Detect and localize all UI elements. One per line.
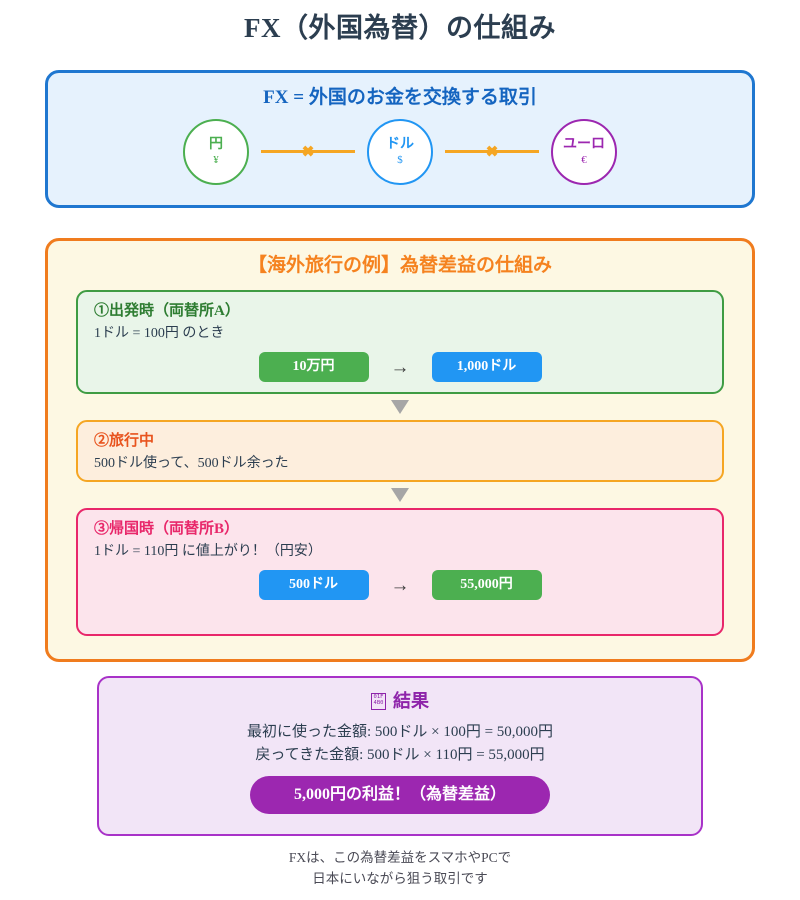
step-during-trip: ②旅行中 500ドル使って、500ドル余った (76, 419, 724, 482)
example-heading: 【海外旅行の例】為替差益の仕組み (247, 255, 552, 276)
currency-circle-euro: ユーロ € (551, 118, 617, 185)
step-return-title: ③帰国時（両替所B） (94, 520, 240, 537)
currency-symbol-dollar: $ (397, 153, 403, 166)
flow-arrow-1 (76, 394, 724, 420)
currency-row: 円 ¥ ✖ ドル $ ✖ ユーロ € (48, 118, 752, 185)
concept-heading: FX = 外国のお金を交換する取引 (263, 87, 537, 108)
tofu-hex-bottom: 4B0 (373, 700, 384, 707)
step-during-trip-title: ②旅行中 (94, 432, 155, 449)
result-heading-row: 01F 4B0 結果 (119, 690, 681, 713)
step-return: ③帰国時（両替所B） 1ドル = 110円 に値上がり！（円安） 500ドル →… (76, 507, 724, 636)
result-spent-line: 最初に使った金額: 500ドル × 100円 = 50,000円 (246, 723, 554, 740)
amount-pill-from-dollar: 500ドル (258, 570, 369, 601)
step-departure-conversion: 10万円 → 1,000ドル (94, 352, 706, 383)
result-returned-line: 戻ってきた金額: 500ドル × 110円 = 55,000円 (255, 746, 545, 763)
currency-symbol-yen: ¥ (213, 153, 219, 166)
exchange-cross-icon: ✖ (485, 143, 499, 161)
currency-circle-yen: 円 ¥ (183, 118, 249, 185)
footer-line-2: 日本にいながら狙う取引です (312, 870, 488, 886)
step-departure-rate: 1ドル = 100円 のとき (94, 326, 225, 342)
down-triangle-icon (391, 487, 409, 502)
exchange-cross-icon: ✖ (301, 143, 315, 161)
flow-arrow-2 (76, 482, 724, 508)
step-departure: ①出発時（両替所A） 1ドル = 100円 のとき 10万円 → 1,000ドル (76, 289, 724, 394)
currency-symbol-euro: € (581, 153, 587, 166)
example-section: 【海外旅行の例】為替差益の仕組み ①出発時（両替所A） 1ドル = 100円 の… (45, 238, 755, 662)
currency-name-dollar: ドル (386, 136, 414, 152)
amount-pill-from-yen: 10万円 (258, 352, 369, 383)
currency-name-yen: 円 (209, 136, 223, 152)
page-title: FX（外国為替）の仕組み (244, 13, 556, 43)
step-departure-title: ①出発時（両替所A） (94, 302, 240, 319)
exchange-link-yen-dollar: ✖ (261, 143, 355, 161)
conversion-arrow-icon: → (390, 356, 410, 378)
step-return-rate: 1ドル = 110円 に値上がり！（円安） (94, 544, 322, 560)
currency-circle-dollar: ドル $ (367, 118, 433, 185)
down-triangle-icon (391, 399, 409, 414)
currency-name-euro: ユーロ (563, 136, 605, 152)
result-section: 01F 4B0 結果 最初に使った金額: 500ドル × 100円 = 50,0… (97, 676, 703, 836)
result-heading: 結果 (393, 691, 429, 711)
footer-note: FXは、この為替差益をスマホやPCで 日本にいながら狙う取引です (0, 848, 800, 890)
footer-line-1: FXは、この為替差益をスマホやPCで (288, 850, 512, 865)
exchange-line (445, 150, 539, 154)
money-bag-icon: 01F 4B0 (371, 692, 386, 710)
exchange-link-dollar-euro: ✖ (445, 143, 539, 161)
profit-badge: 5,000円の利益！（為替差益） (250, 776, 550, 814)
conversion-arrow-icon: → (390, 574, 410, 596)
amount-pill-to-dollar: 1,000ドル (431, 352, 542, 383)
concept-section: FX = 外国のお金を交換する取引 円 ¥ ✖ ドル $ ✖ ユーロ € (45, 70, 755, 208)
step-return-conversion: 500ドル → 55,000円 (94, 570, 706, 601)
exchange-line (261, 150, 355, 154)
amount-pill-to-yen: 55,000円 (431, 570, 542, 601)
tofu-hex-top: 01F (373, 694, 384, 701)
step-during-trip-detail: 500ドル使って、500ドル余った (94, 456, 289, 472)
